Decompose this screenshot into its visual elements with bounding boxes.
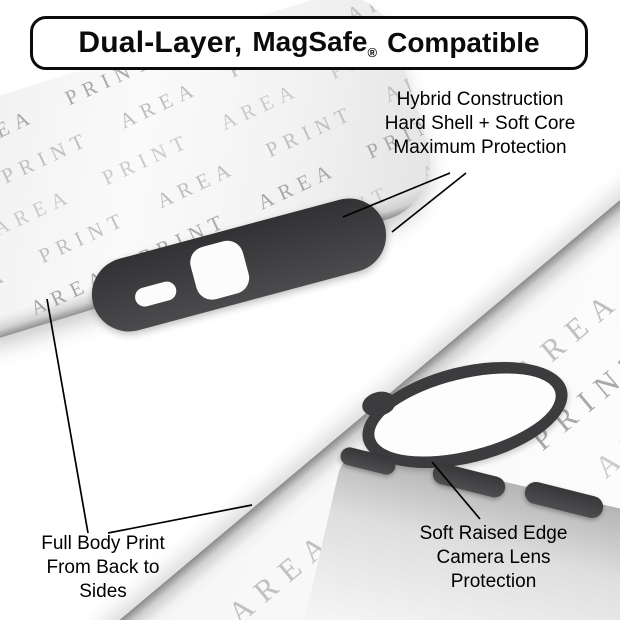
flash-cutout bbox=[132, 279, 179, 309]
hybrid-construction-note: Hybrid Construction Hard Shell + Soft Co… bbox=[330, 88, 620, 160]
note-line: From Back to bbox=[46, 557, 160, 578]
magsafe-text: MagSafe bbox=[252, 26, 368, 57]
camera-lens-cutout bbox=[186, 237, 253, 304]
note-line: Hybrid Construction bbox=[396, 89, 564, 110]
note-line: Camera Lens bbox=[436, 547, 551, 568]
note-line: Sides bbox=[79, 581, 127, 602]
full-body-print-note: Full Body Print From Back to Sides bbox=[8, 532, 198, 604]
note-line: Hard Shell + Soft Core bbox=[384, 113, 576, 134]
title-part-dual-layer: Dual-Layer, bbox=[78, 26, 243, 59]
title-part-magsafe: MagSafe® bbox=[252, 26, 377, 60]
note-line: Protection bbox=[450, 571, 537, 592]
note-line: Maximum Protection bbox=[393, 137, 567, 158]
registered-mark-icon: ® bbox=[367, 45, 378, 60]
title-banner: Dual-Layer, MagSafe® Compatible bbox=[30, 16, 588, 70]
title-part-compatible: Compatible bbox=[387, 27, 540, 58]
note-line: Soft Raised Edge bbox=[419, 523, 568, 544]
soft-raised-edge-note: Soft Raised Edge Camera Lens Protection bbox=[375, 522, 612, 594]
note-line: Full Body Print bbox=[41, 533, 165, 554]
pointer-line-fullbody-1 bbox=[46, 298, 89, 534]
